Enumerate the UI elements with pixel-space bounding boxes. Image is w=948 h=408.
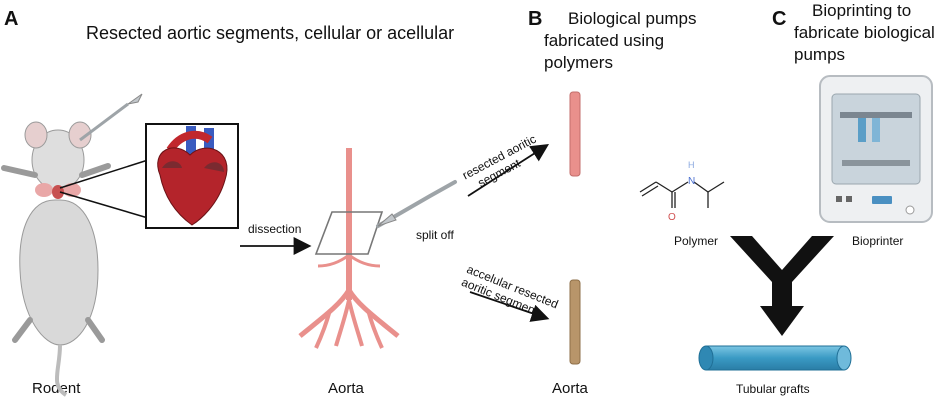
nitrogen-atom: N — [688, 176, 695, 187]
split-off-label: split off — [416, 228, 454, 242]
panel-b-title-line3: polymers — [544, 53, 613, 72]
resected-segment — [569, 91, 581, 177]
panel-b-title-line1: Biological pumps — [568, 9, 697, 28]
bioprinter-label: Bioprinter — [852, 234, 904, 248]
polymer-molecule-icon — [639, 181, 725, 208]
bioprinter-icon — [819, 75, 933, 223]
rodent-icon — [1, 121, 111, 397]
panel-a-letter: A — [4, 8, 19, 30]
panel-c-title-line3: pumps — [794, 45, 846, 64]
dissection-label: dissection — [248, 222, 302, 236]
panel-c-title-line2: fabricate biological — [794, 23, 935, 42]
oxygen-atom: O — [668, 212, 676, 223]
polymer-label: Polymer — [674, 234, 719, 248]
panel-b-letter: B — [528, 8, 543, 30]
cut-plane — [314, 211, 384, 255]
panel-b-title-line2: fabricated using — [544, 31, 665, 50]
panel-c-letter: C — [772, 8, 787, 30]
aorta-icon — [298, 148, 400, 349]
tubular-grafts-label: Tubular grafts — [736, 382, 810, 396]
aorta-label-a: Aorta — [328, 380, 364, 397]
panel-c-title-line1: Bioprinting to — [812, 1, 912, 20]
merge-arrow — [730, 236, 834, 336]
scalpel-icon — [79, 93, 143, 142]
heart-icon — [157, 126, 228, 226]
hydrogen-atom: H — [688, 160, 695, 170]
tubular-graft-icon — [698, 345, 852, 371]
panel-a-title: Resected aortic segments, cellular or ac… — [86, 23, 455, 43]
acellular-segment — [569, 279, 581, 365]
aorta-label-b: Aorta — [552, 380, 588, 397]
rodent-label: Rodent — [32, 380, 81, 397]
scalpel-icon-aorta — [376, 180, 457, 228]
